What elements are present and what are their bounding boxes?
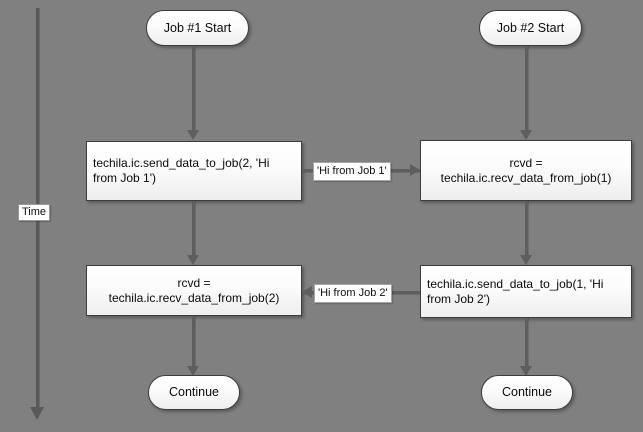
job1-start-label: Job #1 Start	[163, 20, 232, 35]
job1-step2-label: rcvd = techila.ic.recv_data_from_job(2)	[108, 275, 280, 305]
job2-start-node[interactable]: Job #2 Start	[479, 10, 582, 46]
job2-step2-label: techila.ic.send_data_to_job(1, 'Hi from …	[427, 276, 604, 306]
message1-arrowhead-icon	[410, 164, 420, 176]
job2-arrowhead-end-icon	[520, 366, 532, 376]
job2-connector-step2-to-end	[525, 318, 528, 368]
job1-end-label: Continue	[168, 385, 220, 399]
job1-connector-start-to-step1	[192, 46, 195, 132]
job2-end-node[interactable]: Continue	[481, 375, 573, 410]
job1-connector-step1-to-step2	[192, 201, 195, 257]
job1-arrowhead-end-icon	[187, 366, 199, 376]
message2-arrowhead-icon	[302, 286, 312, 298]
job1-step2-node[interactable]: rcvd = techila.ic.recv_data_from_job(2)	[86, 265, 302, 316]
job1-step1-label: techila.ic.send_data_to_job(2, 'Hi from …	[93, 156, 270, 185]
job1-arrowhead-step1-icon	[187, 130, 199, 140]
job1-step1-node[interactable]: techila.ic.send_data_to_job(2, 'Hi from …	[86, 141, 302, 201]
job2-step1-label: rcvd = techila.ic.recv_data_from_job(1)	[440, 155, 612, 185]
job2-start-label: Job #2 Start	[496, 20, 565, 35]
message1-label: 'Hi from Job 1'	[313, 162, 391, 181]
job1-arrowhead-step2-icon	[187, 255, 199, 265]
job2-step1-node[interactable]: rcvd = techila.ic.recv_data_from_job(1)	[420, 140, 632, 201]
job2-connector-step1-to-step2	[525, 201, 528, 257]
job2-end-label: Continue	[501, 385, 553, 399]
job2-connector-start-to-step1	[525, 46, 528, 132]
time-axis-arrowhead-icon	[30, 407, 44, 420]
job1-start-node[interactable]: Job #1 Start	[146, 10, 249, 46]
job1-connector-step2-to-end	[192, 316, 195, 368]
time-axis-label: Time	[18, 204, 51, 221]
job2-arrowhead-step1-icon	[520, 130, 532, 140]
job1-end-node[interactable]: Continue	[148, 375, 240, 410]
job2-step2-node[interactable]: techila.ic.send_data_to_job(1, 'Hi from …	[420, 265, 632, 318]
message2-label: 'Hi from Job 2'	[314, 284, 392, 303]
job2-arrowhead-step2-icon	[520, 255, 532, 265]
